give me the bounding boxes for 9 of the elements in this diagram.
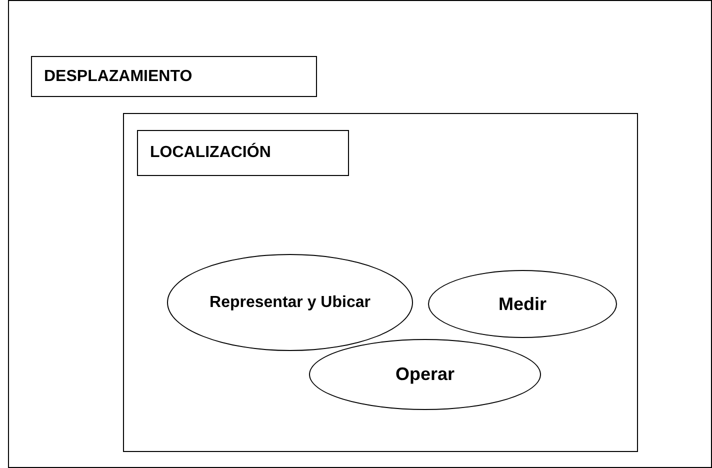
label-box [31,56,317,97]
node-text: Operar [395,363,455,386]
frame-box [123,113,638,452]
node-text: DESPLAZAMIENTO [44,66,192,86]
node-text: LOCALIZACIÓN [150,142,271,163]
frame-box [8,0,712,468]
node-text: Medir [498,292,546,316]
label-box [137,130,349,176]
node-text: Representar y Ubicar [210,292,370,312]
